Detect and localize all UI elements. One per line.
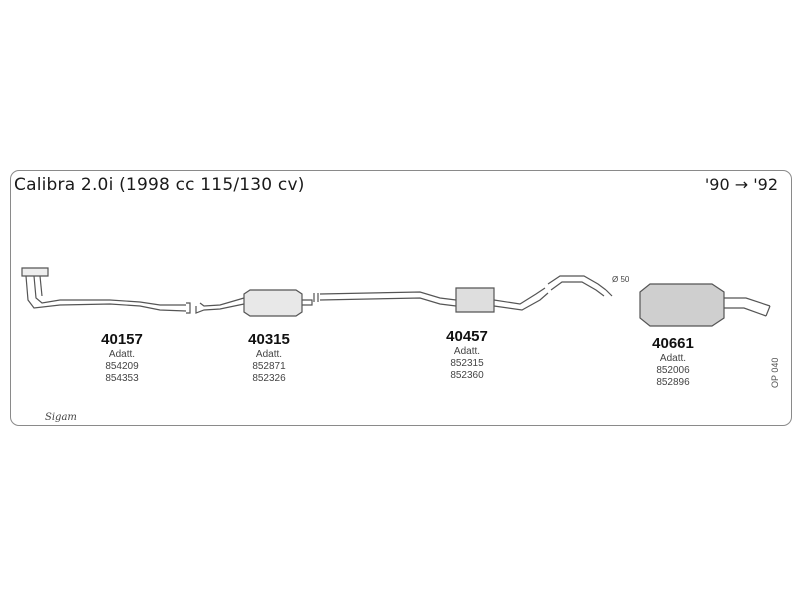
ref-number: 852315 <box>450 358 484 369</box>
catalyst-40315 <box>195 289 313 317</box>
ref-number: 854353 <box>105 373 139 384</box>
adatt-label: Adatt. <box>255 349 283 360</box>
ref-number: 852360 <box>450 370 484 381</box>
front-pipe-40157 <box>21 267 191 314</box>
adatt-label: Adatt. <box>659 353 687 364</box>
part-label-40457: 40457 Adatt. 852315 852360 <box>422 328 512 382</box>
adatt-label: Adatt. <box>108 349 136 360</box>
ref-number: 852896 <box>656 377 690 388</box>
part-number: 40457 <box>446 328 488 345</box>
pipe-diameter-label: Ø 50 <box>612 275 630 284</box>
part-number: 40157 <box>101 331 143 348</box>
part-number: 40315 <box>248 331 290 348</box>
model-years: '90 → '92 <box>704 175 778 194</box>
ref-number: 854209 <box>105 361 139 372</box>
ref-number: 852326 <box>252 373 286 384</box>
part-number: 40661 <box>652 335 694 352</box>
part-label-40661: 40661 Adatt. 852006 852896 <box>628 335 718 389</box>
part-label-40315: 40315 Adatt. 852871 852326 <box>224 331 314 385</box>
ref-number: 852006 <box>656 365 690 376</box>
ref-number: 852871 <box>252 361 286 372</box>
adatt-label: Adatt. <box>453 346 481 357</box>
brand-logo: Sigam <box>45 412 77 423</box>
rear-silencer-40661 <box>547 275 771 327</box>
middle-silencer-40457 <box>313 287 549 313</box>
vehicle-title: Calibra 2.0i (1998 cc 115/130 cv) <box>14 175 305 195</box>
part-label-40157: 40157 Adatt. 854209 854353 <box>77 331 167 385</box>
drawing-code: OP 040 <box>770 357 780 388</box>
